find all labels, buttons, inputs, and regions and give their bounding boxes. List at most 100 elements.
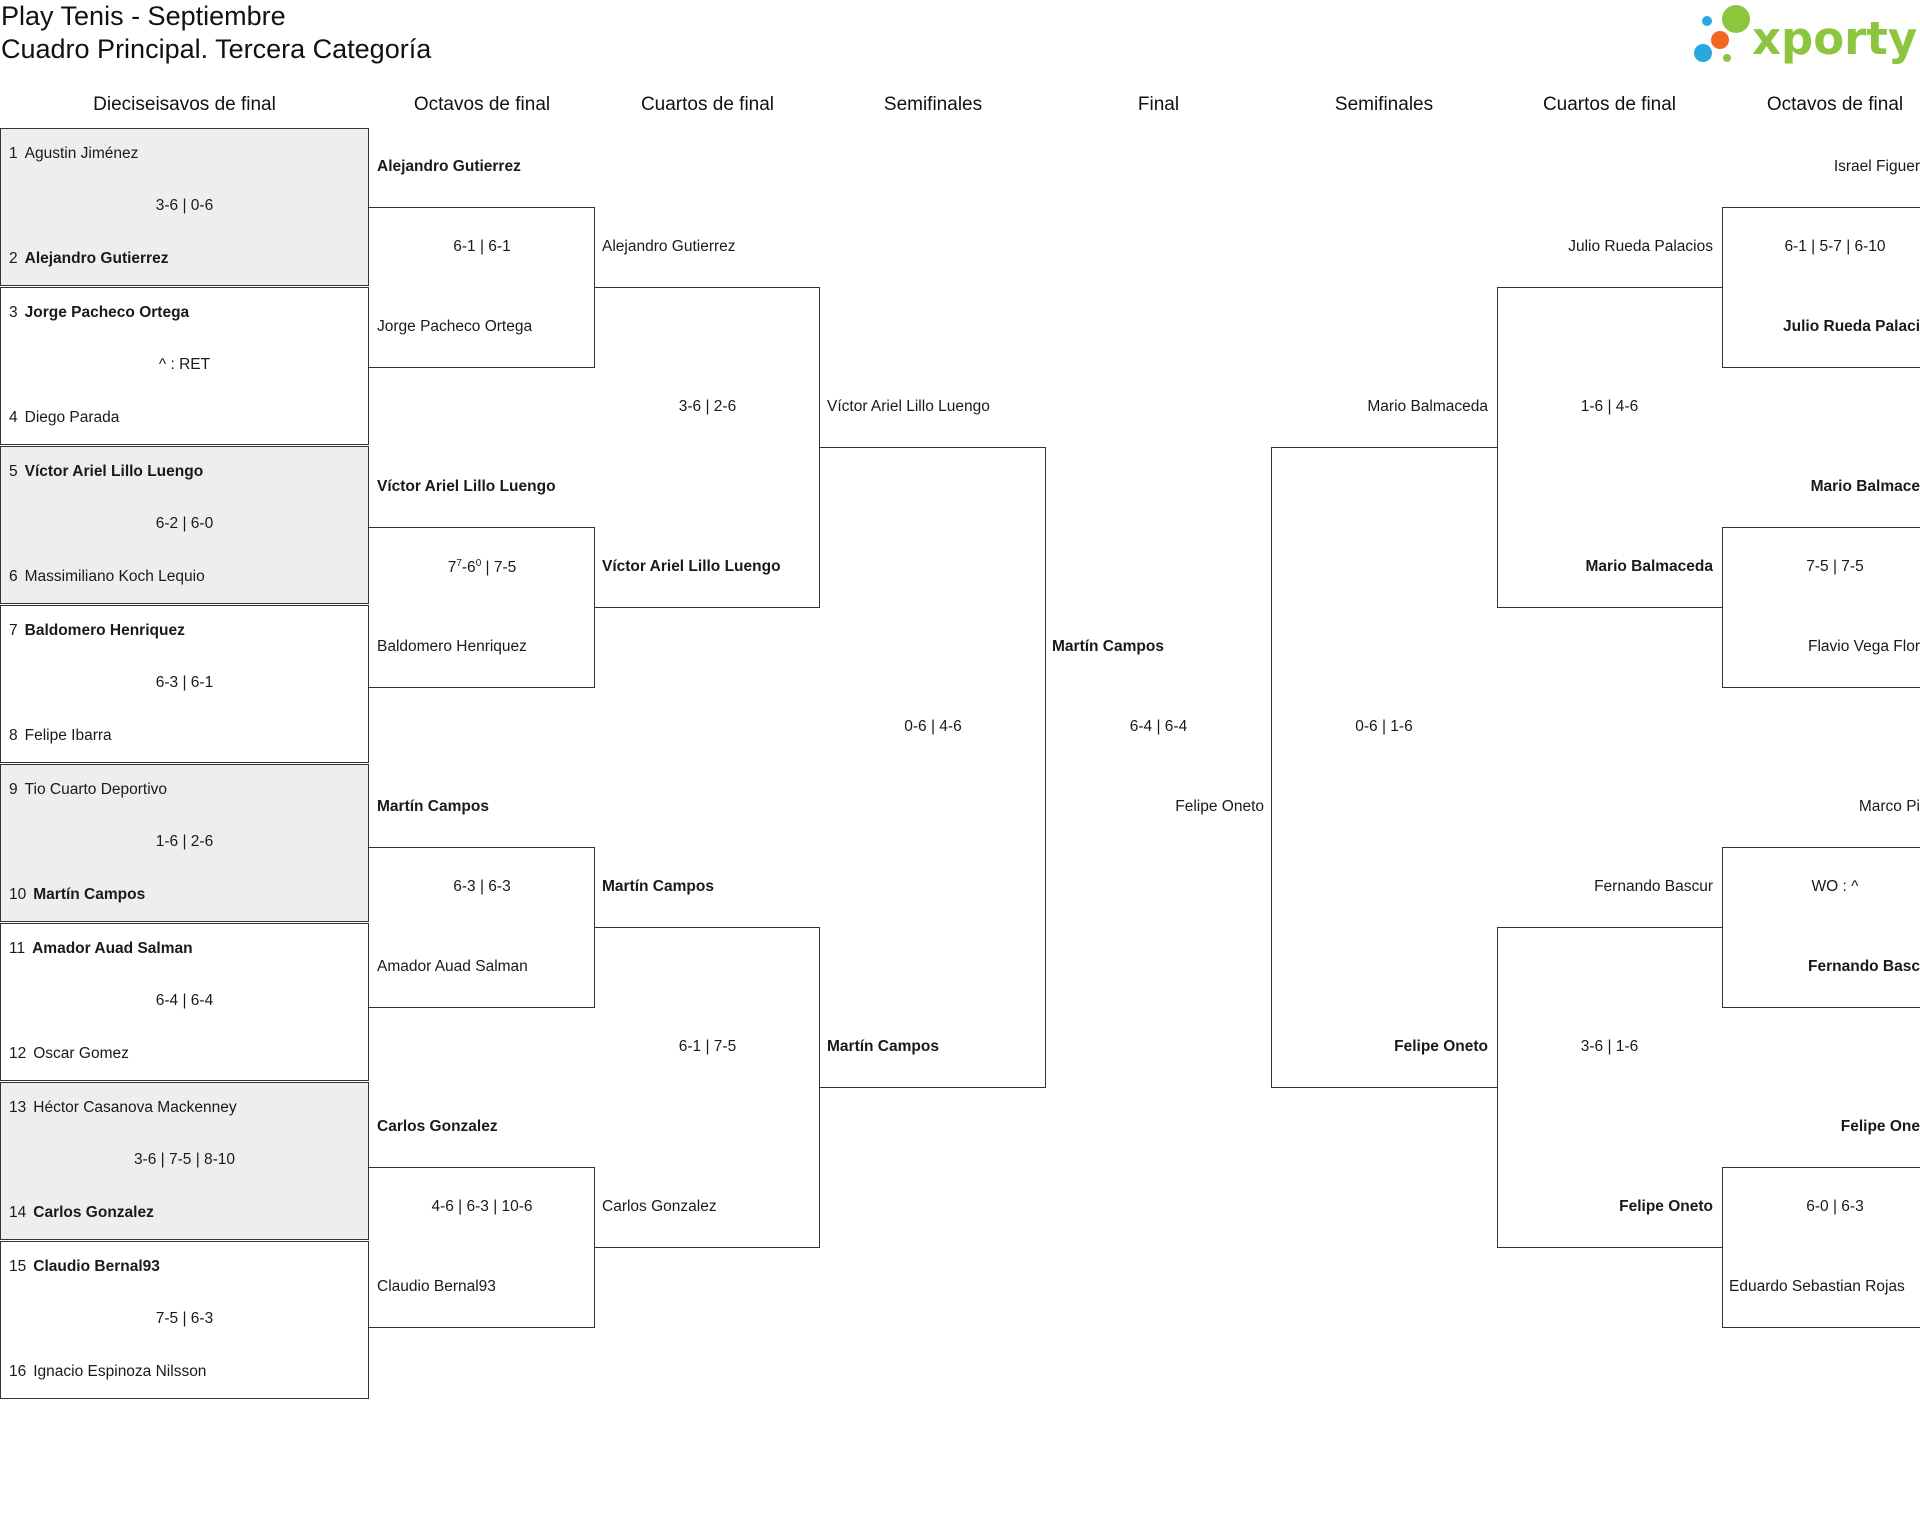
bracket-line-qf-1 [595,287,820,608]
match-score: 6-1 | 5-7 | 6-10 [1784,238,1886,255]
player-name: Mario Balmaceda [1367,398,1488,415]
player-name-winner: Claudio Bernal93 [33,1258,160,1275]
bracket-line-r16-4 [369,1167,595,1328]
player-name: Baldomero Henriquez [377,638,527,655]
player-name: Víctor Ariel Lillo Luengo [827,398,990,415]
match-score: ^ : RET [158,356,211,373]
round-heading-r16-right: Octavos de final [1766,94,1904,115]
logo-dot-icon [1694,44,1712,62]
player-name: Amador Auad Salman [377,958,528,975]
bracket-line-qf-right-2 [1497,927,1722,1248]
match-score: 6-0 | 6-3 [1806,1198,1864,1215]
player-name: Julio Rueda Palacios [1568,238,1713,255]
bracket-line-sf-right [1271,447,1497,1088]
round-heading-r32: Dieciseisavos de final [93,94,276,115]
player-name: Jorge Pacheco Ortega [377,318,533,335]
player-name-winner: Víctor Ariel Lillo Luengo [377,478,556,495]
xporty-logo: xporty [1690,2,1920,68]
page-subtitle: Cuadro Principal. Tercera Categoría [1,34,432,64]
player-name-winner: Martín Campos [377,798,489,815]
logo-wordmark: xporty [1752,12,1917,65]
match-score: 6-4 | 6-4 [155,992,214,1009]
player-name-winner: Mario Balmaceda [1585,558,1714,575]
player-name-winner: Mario Balmace [1810,478,1920,495]
player-name-winner: Alejandro Gutierrez [24,250,169,267]
bracket-line-r16-1 [369,207,595,368]
player-name-winner: Alejandro Gutierrez [377,158,521,175]
round-heading-qf-right: Cuartos de final [1542,94,1677,115]
player-name-winner: Víctor Ariel Lillo Luengo [602,558,781,575]
logo-dot-icon [1723,54,1731,62]
player-name-winner: Carlos Gonzalez [33,1204,154,1221]
match-score: 3-6 | 7-5 | 8-10 [133,1151,236,1168]
player-name: Ignacio Espinoza Nilsson [33,1363,207,1380]
player-name-winner: Fernando Basc [1808,958,1920,975]
player-name: Alejandro Gutierrez [602,238,736,255]
match-score: 0-6 | 1-6 [1355,718,1413,735]
round-heading-sf: Semifinales [883,94,983,115]
match-score: 6-1 | 6-1 [453,238,511,255]
player-name-winner: Martín Campos [602,878,714,895]
bracket-line-qf-right-1 [1497,287,1722,608]
match-score: 0-6 | 4-6 [904,718,962,735]
round-heading-r16: Octavos de final [413,94,551,115]
player-name: Marco Pi [1858,798,1920,815]
logo-dot-icon [1722,5,1750,33]
page-title: Play Tenis - Septiembre [1,1,286,31]
bracket-line-r16-3 [369,847,595,1008]
bracket-line-r16-right-2 [1722,527,1920,688]
round-heading-final: Final [1137,94,1180,115]
bracket-line-r16-right-4 [1722,1167,1920,1328]
match-score: 77-60 | 7-5 [447,558,517,577]
player-name-winner: Martín Campos [827,1038,939,1055]
player-name: Oscar Gomez [33,1045,129,1062]
player-name: Héctor Casanova Mackenney [33,1099,237,1116]
bracket-line-r16-right-1 [1722,207,1920,368]
match-score: 6-4 | 6-4 [1129,718,1188,735]
logo-dot-icon [1711,31,1729,49]
player-name-winner: Martín Campos [33,886,146,903]
player-name: Felipe Oneto [1175,798,1264,815]
player-name: Israel Figuer [1833,158,1920,175]
player-name-winner: Víctor Ariel Lillo Luengo [24,463,204,480]
player-name: Massimiliano Koch Lequio [24,568,205,585]
player-name-winner: Felipe Oneto [1619,1198,1713,1215]
player-name: Agustin Jiménez [24,145,139,162]
bracket-line-qf-2 [595,927,820,1248]
logo-dot-icon [1702,16,1712,26]
player-name-winner: Carlos Gonzalez [377,1118,498,1135]
match-score: 6-2 | 6-0 [155,515,214,532]
player-name: Felipe Ibarra [24,727,112,744]
player-name-winner: Amador Auad Salman [32,940,193,957]
match-score: 6-3 | 6-1 [155,674,214,691]
match-score: 7-5 | 6-3 [155,1310,214,1327]
player-name-winner: Julio Rueda Palaci [1783,318,1920,335]
player-name: Carlos Gonzalez [602,1198,717,1215]
player-name-winner: Martín Campos [1052,638,1164,655]
bracket-line-r16-right-3 [1722,847,1920,1008]
match-score: 6-1 | 7-5 [678,1038,737,1055]
round-heading-qf: Cuartos de final [640,94,775,115]
match-score: WO : ^ [1811,878,1859,895]
player-name: Fernando Bascur [1594,878,1713,895]
match-score: 4-6 | 6-3 | 10-6 [431,1198,533,1215]
player-name-winner: Felipe One [1840,1118,1920,1135]
match-score: 3-6 | 0-6 [155,197,214,214]
player-name: Diego Parada [24,409,120,426]
